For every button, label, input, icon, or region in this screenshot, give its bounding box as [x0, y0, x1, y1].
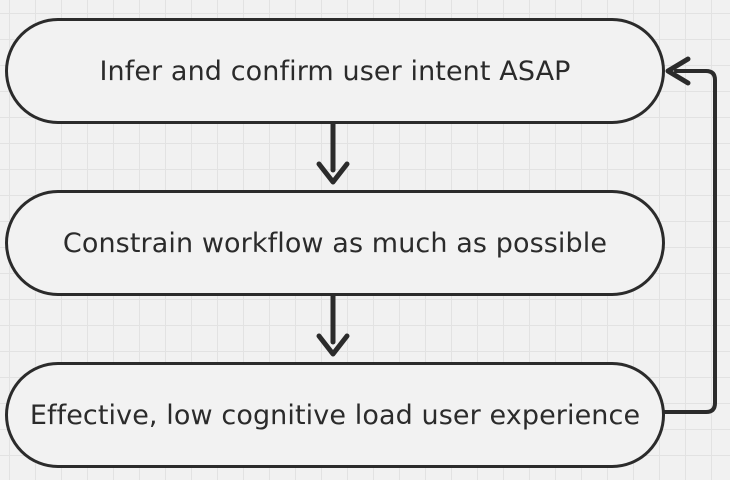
node-user-experience-label: Effective, low cognitive load user exper… — [29, 399, 641, 431]
arrow-infer-to-constrain — [316, 121, 350, 185]
node-infer-intent: Infer and confirm user intent ASAP — [5, 18, 665, 124]
node-constrain-workflow-label: Constrain workflow as much as possible — [62, 227, 608, 259]
node-user-experience: Effective, low cognitive load user exper… — [5, 362, 665, 468]
node-constrain-workflow: Constrain workflow as much as possible — [5, 190, 665, 296]
arrow-feedback-loop — [663, 56, 717, 414]
node-infer-intent-label: Infer and confirm user intent ASAP — [99, 55, 571, 87]
arrow-constrain-to-experience — [316, 293, 350, 357]
